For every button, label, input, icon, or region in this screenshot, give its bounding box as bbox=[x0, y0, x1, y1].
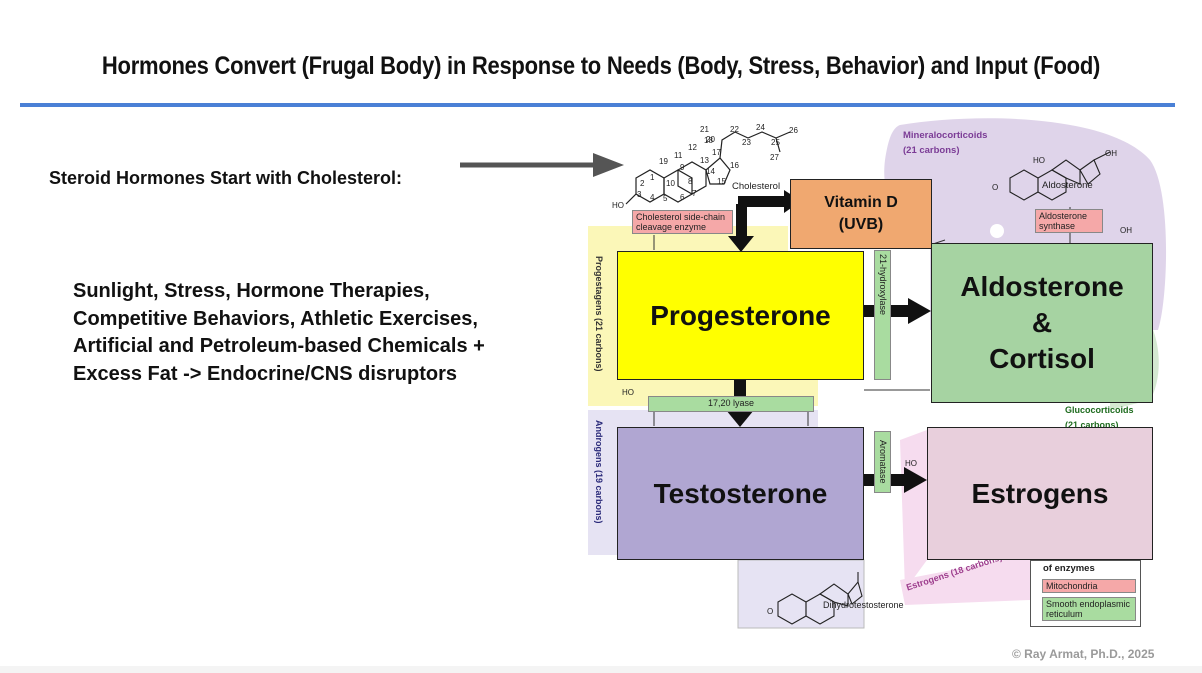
svg-text:27: 27 bbox=[770, 153, 779, 162]
dht-label: Dihydrotestosterone bbox=[823, 600, 904, 610]
vitamin-d-uvb-label: (UVB) bbox=[838, 216, 884, 233]
svg-text:7: 7 bbox=[692, 189, 697, 198]
svg-text:HO: HO bbox=[1033, 156, 1045, 165]
bottom-band bbox=[0, 666, 1202, 673]
progesterone-box: Progesterone bbox=[617, 251, 864, 380]
svg-text:18: 18 bbox=[704, 136, 713, 145]
cholesterol-structure bbox=[625, 131, 791, 205]
estrogens-strip bbox=[900, 430, 927, 590]
svg-text:24: 24 bbox=[756, 123, 765, 132]
testosterone-label: Testosterone bbox=[653, 477, 828, 509]
svg-text:6: 6 bbox=[680, 193, 685, 202]
svg-text:11: 11 bbox=[674, 151, 683, 160]
svg-text:OH: OH bbox=[1105, 149, 1117, 158]
svg-text:16: 16 bbox=[730, 161, 739, 170]
hydroxylase-21-strip bbox=[874, 250, 891, 380]
progestagens-panel bbox=[588, 226, 618, 406]
svg-text:OH: OH bbox=[1120, 226, 1132, 235]
svg-text:2: 2 bbox=[640, 179, 645, 188]
svg-text:HO: HO bbox=[905, 459, 917, 468]
estrogens-label: Estrogens bbox=[971, 477, 1109, 509]
svg-text:10: 10 bbox=[666, 179, 675, 188]
svg-text:4: 4 bbox=[650, 193, 655, 202]
svg-text:21: 21 bbox=[700, 125, 709, 134]
svg-text:25: 25 bbox=[771, 138, 780, 147]
aldosterone-cortisol-box: Aldosterone & Cortisol bbox=[931, 243, 1153, 403]
title-divider bbox=[20, 103, 1175, 107]
svg-text:9: 9 bbox=[680, 163, 685, 172]
glucocorticoids-carbons-label: (21 carbons) bbox=[1065, 420, 1119, 430]
svg-text:HO: HO bbox=[612, 201, 624, 210]
svg-text:13: 13 bbox=[700, 156, 709, 165]
mineralocorticoids-carbons-label: (21 carbons) bbox=[903, 145, 960, 156]
svg-text:8: 8 bbox=[688, 177, 693, 186]
glucocorticoids-label: Glucocorticoids bbox=[1065, 405, 1134, 415]
estrogens-tail bbox=[900, 555, 1030, 605]
svg-text:17: 17 bbox=[712, 148, 721, 157]
legend-smooth-er: Smooth endoplasmic reticulum bbox=[1042, 597, 1136, 621]
svg-text:15: 15 bbox=[717, 177, 726, 186]
disruptors-text: Sunlight, Stress, Hormone Therapies, Com… bbox=[73, 280, 485, 385]
androgens-panel bbox=[588, 410, 618, 555]
svg-text:HO: HO bbox=[622, 388, 634, 397]
lyase-17-20-label: 17,20 lyase bbox=[648, 396, 814, 412]
svg-text:14: 14 bbox=[706, 167, 715, 176]
progesterone-label: Progesterone bbox=[650, 299, 831, 331]
mineralocorticoids-label: Mineralocorticoids bbox=[903, 130, 988, 141]
aromatase-label: Aromatase bbox=[878, 440, 888, 484]
testosterone-box: Testosterone bbox=[617, 427, 864, 560]
aldosterone-synthase-label: Aldosterone synthase bbox=[1035, 209, 1103, 233]
cholesterol-enzyme-label: Cholesterol side-chain cleavage enzyme bbox=[632, 210, 733, 234]
progestagens-label: Progestagens (21 carbons) bbox=[594, 256, 604, 372]
cholesterol-label: Cholesterol bbox=[732, 181, 781, 192]
dht-structure bbox=[777, 572, 863, 625]
pointer-arrow-head bbox=[593, 153, 624, 177]
vitamin-d-box: Vitamin D (UVB) bbox=[790, 179, 932, 249]
svg-text:26: 26 bbox=[789, 126, 798, 135]
svg-text:3: 3 bbox=[637, 190, 642, 199]
ampersand-label: & bbox=[1031, 307, 1053, 338]
legend-title: of enzymes bbox=[1043, 563, 1095, 574]
aldosterone-structure-label: Aldosterone bbox=[1042, 180, 1093, 191]
svg-text:12: 12 bbox=[688, 143, 697, 152]
svg-text:20: 20 bbox=[706, 135, 715, 144]
slide-title: Hormones Convert (Frugal Body) in Respon… bbox=[101, 52, 1101, 80]
aldosterone-structure bbox=[1009, 151, 1111, 201]
dht-panel bbox=[737, 559, 865, 629]
cortisol-label: Cortisol bbox=[989, 343, 1095, 374]
cholesterol-subheading: Steroid Hormones Start with Cholesterol: bbox=[49, 168, 403, 188]
svg-text:O: O bbox=[992, 183, 998, 192]
svg-text:5: 5 bbox=[663, 194, 668, 203]
svg-text:22: 22 bbox=[730, 125, 739, 134]
enzyme-legend: of enzymes Mitochondria Smooth endoplasm… bbox=[1030, 560, 1141, 627]
aldosterone-label: Aldosterone bbox=[960, 271, 1124, 302]
svg-text:O: O bbox=[767, 607, 773, 616]
svg-text:23: 23 bbox=[742, 138, 751, 147]
estrogens-box: Estrogens bbox=[927, 427, 1153, 560]
svg-text:19: 19 bbox=[659, 157, 668, 166]
hydroxylase-21-label: 21-hydroxylase bbox=[878, 254, 888, 316]
aromatase-strip bbox=[874, 431, 891, 493]
androgens-label: Androgens (19 carbons) bbox=[594, 420, 604, 524]
copyright-credit: © Ray Armat, Ph.D., 2025 bbox=[1012, 647, 1155, 661]
svg-text:1: 1 bbox=[650, 173, 655, 182]
vitamin-d-label: Vitamin D bbox=[824, 194, 898, 211]
legend-mitochondria: Mitochondria bbox=[1042, 579, 1136, 593]
androgens-top-strip bbox=[618, 410, 818, 427]
